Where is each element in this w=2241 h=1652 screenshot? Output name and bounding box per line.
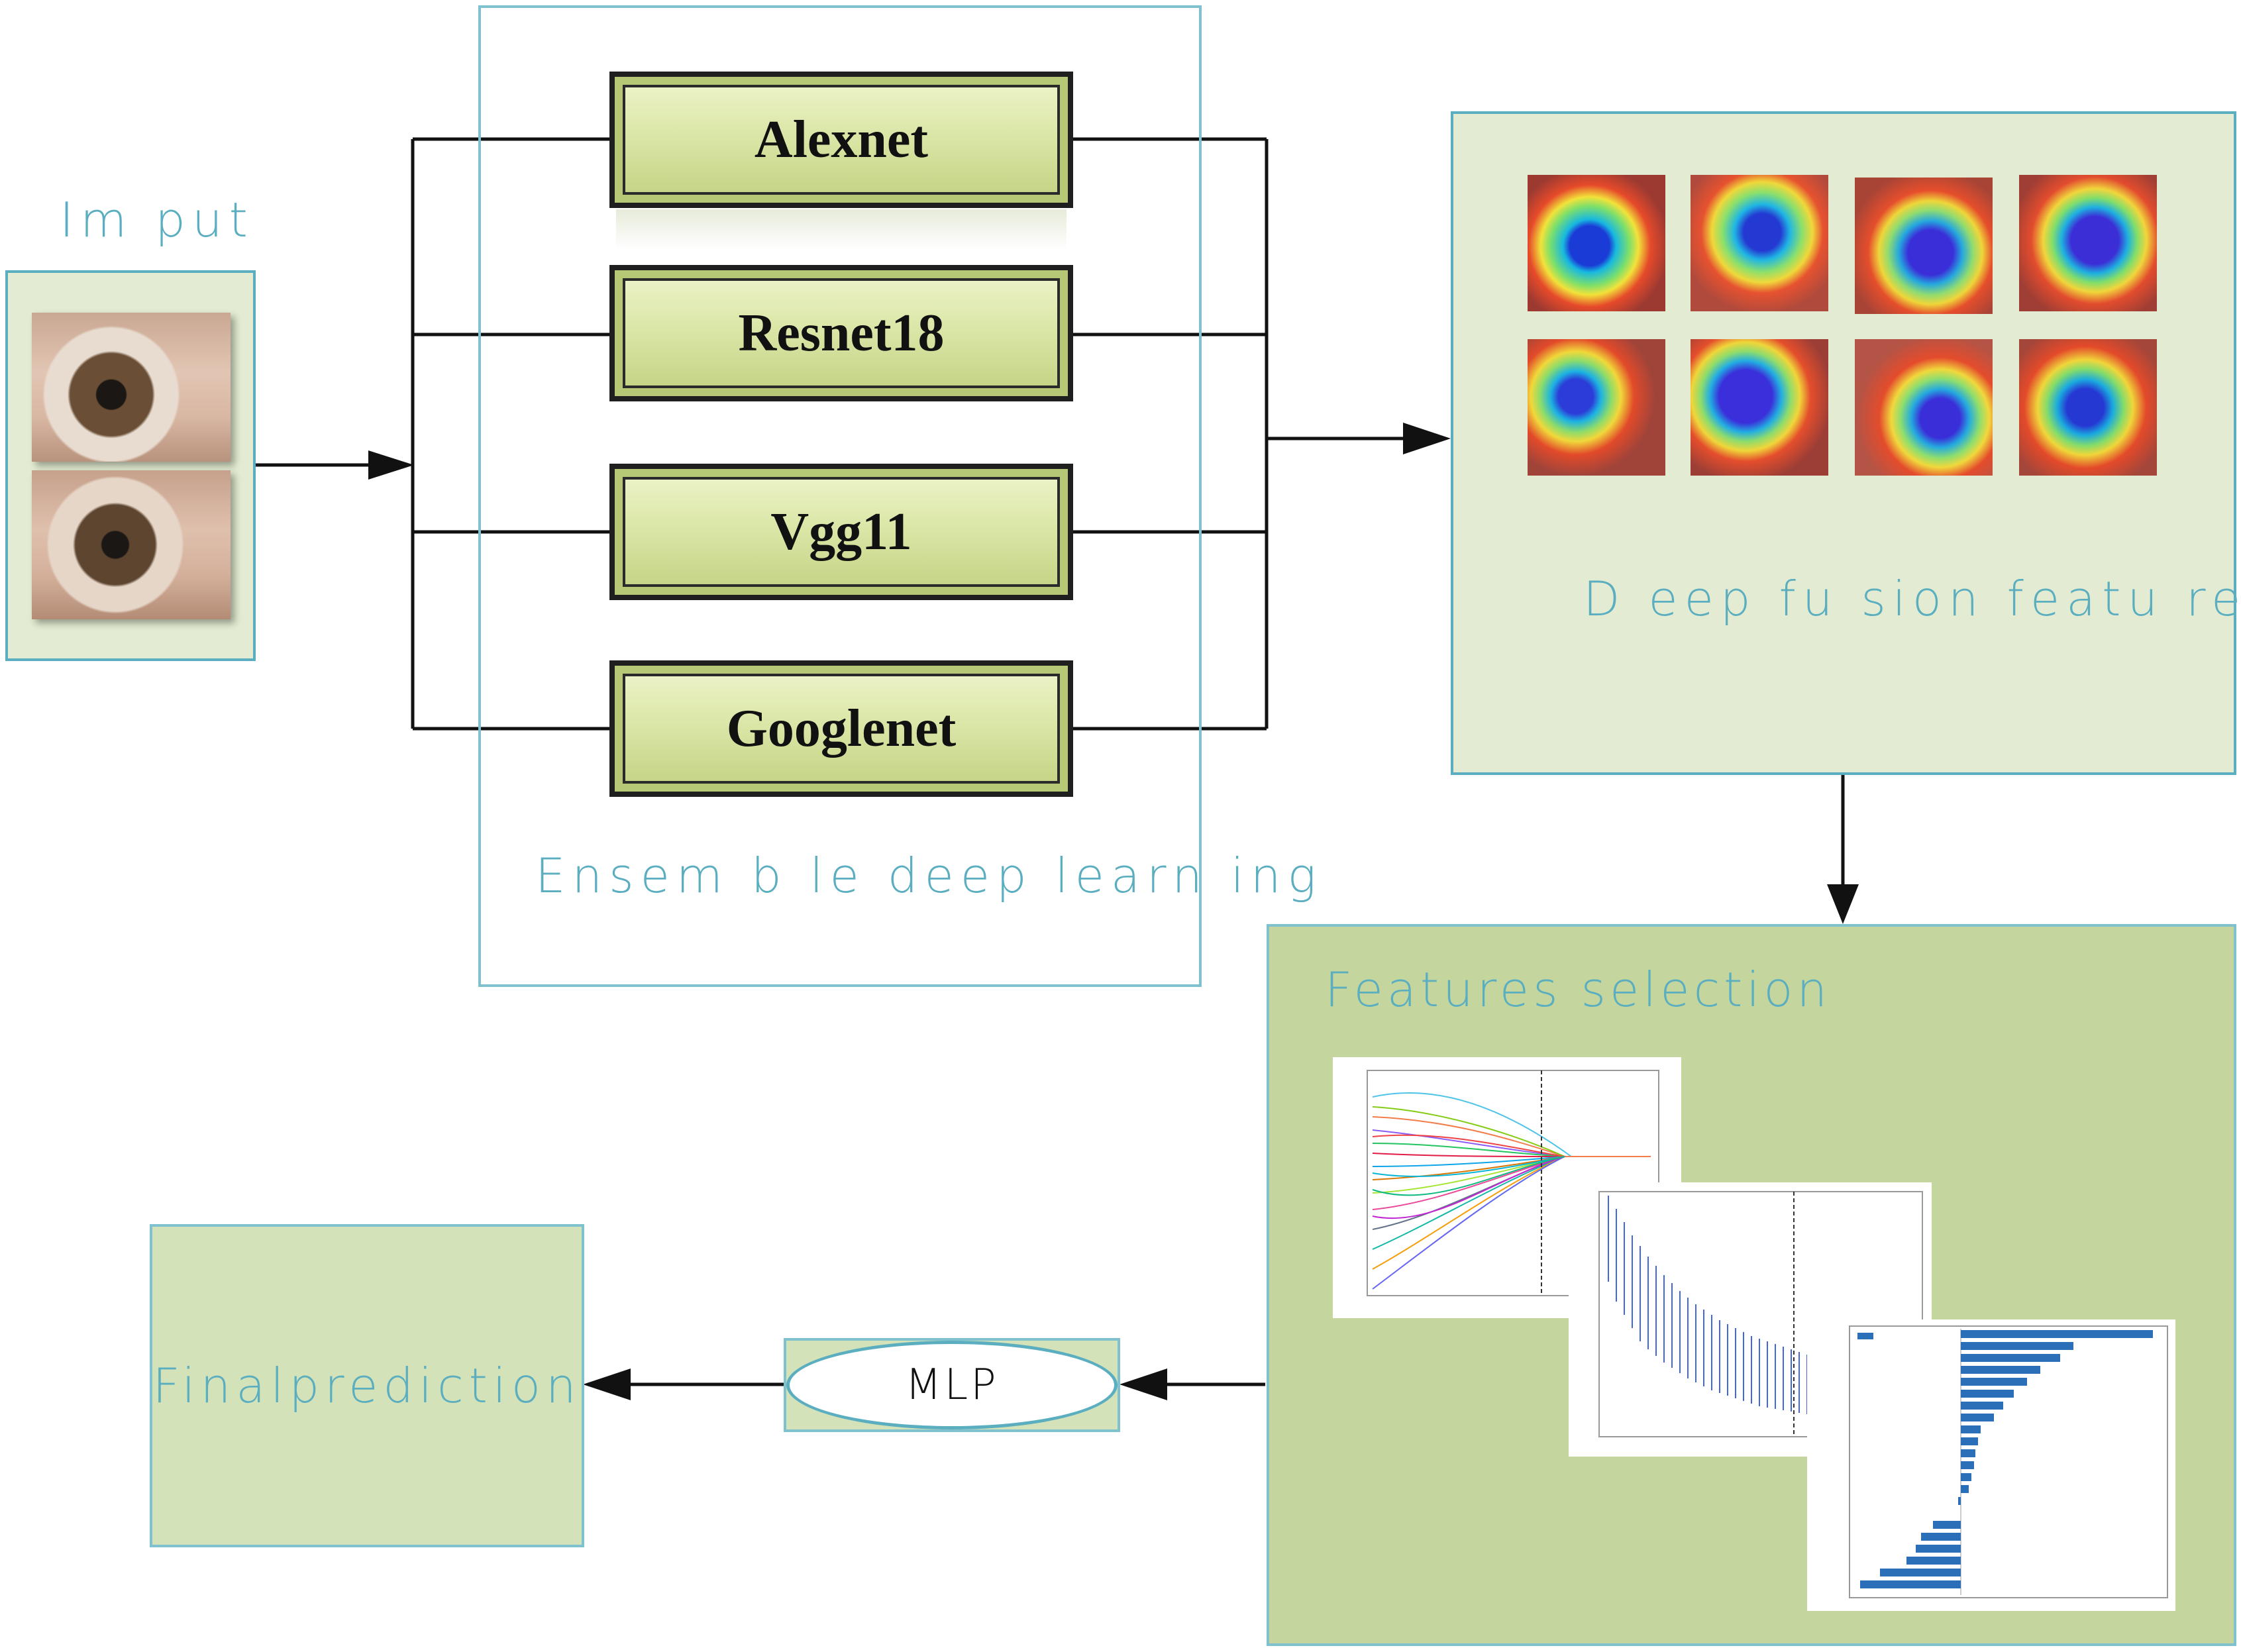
- input-label: Im put: [60, 192, 254, 248]
- selection-caption: Features selection: [1325, 962, 1832, 1017]
- arrowhead-selection: [1827, 884, 1859, 924]
- network-resnet18: Resnet18: [609, 265, 1073, 401]
- final-prediction-label: Finalprediction: [152, 1358, 582, 1414]
- alexnet-reflection: [616, 209, 1067, 249]
- arrowhead-final: [583, 1368, 631, 1400]
- heatmap-2: [1691, 175, 1828, 311]
- network-alexnet: Alexnet: [609, 72, 1073, 208]
- input-panel: [5, 270, 256, 661]
- heatmap-5: [1528, 339, 1665, 476]
- ensemble-caption: Ensem b le deep learn ing: [535, 848, 1323, 903]
- heatmap-8: [2019, 339, 2157, 476]
- arrowhead-mlp: [1120, 1368, 1167, 1400]
- fusion-caption: D eep fu sion featu res: [1583, 571, 2241, 627]
- final-prediction-panel: Finalprediction: [150, 1224, 584, 1547]
- network-googlenet: Googlenet: [609, 660, 1073, 797]
- eye-image-2: [32, 470, 231, 619]
- eye-image-1: [32, 313, 231, 462]
- heatmap-3: [1855, 178, 1993, 314]
- coefficient-bar-chart: [1807, 1319, 2175, 1611]
- fusion-panel: [1451, 111, 2236, 775]
- heatmap-4: [2019, 175, 2157, 311]
- arrowhead-fusion: [1403, 423, 1451, 454]
- mlp-container: MLP: [784, 1338, 1120, 1432]
- heatmap-1: [1528, 175, 1665, 311]
- mlp-label: MLP: [905, 1361, 999, 1410]
- ensemble-panel: [478, 5, 1202, 987]
- heatmap-7: [1855, 339, 1993, 476]
- mlp-ellipse: MLP: [786, 1341, 1118, 1429]
- arrowhead-input: [368, 450, 414, 480]
- heatmap-6: [1691, 339, 1828, 476]
- network-vgg11: Vgg11: [609, 464, 1073, 600]
